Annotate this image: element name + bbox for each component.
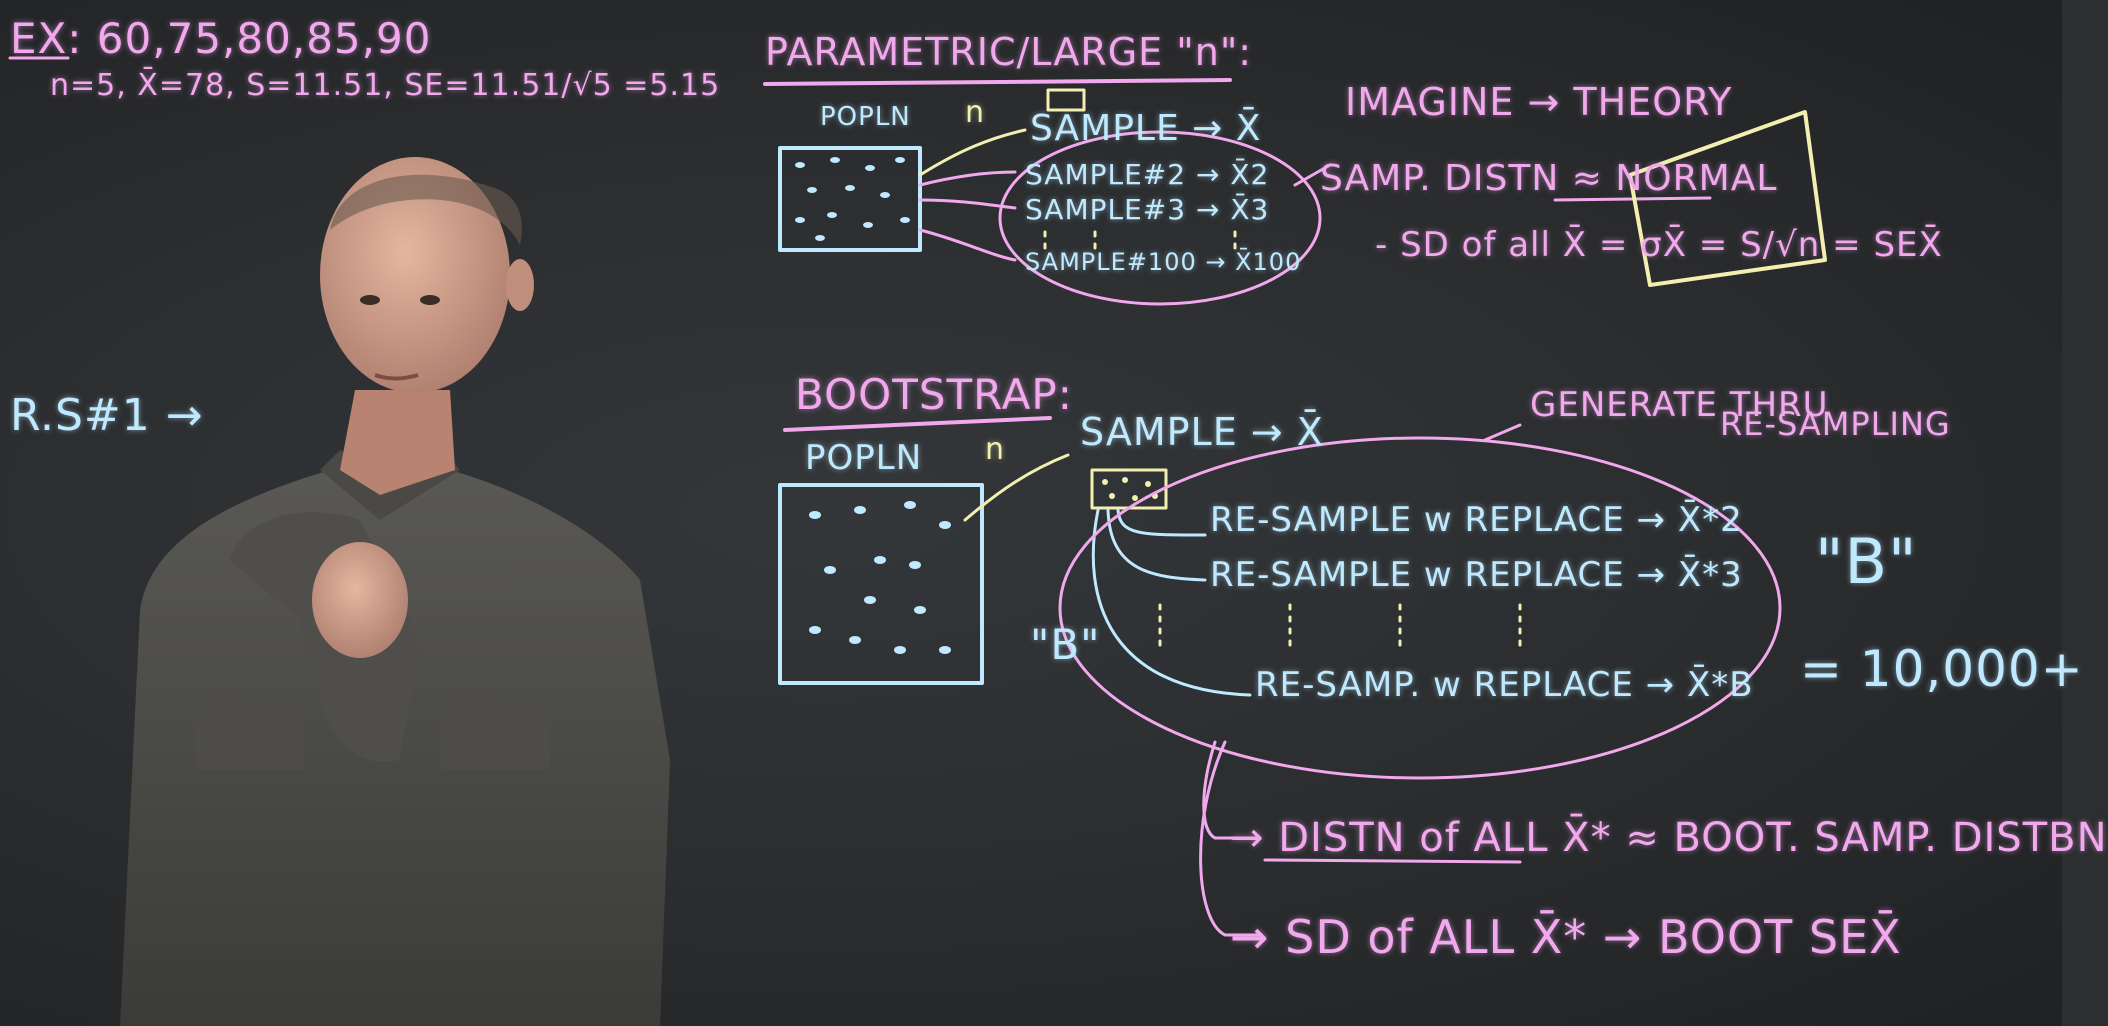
parametric-underline (763, 78, 1232, 86)
example-values: EX: 60,75,80,85,90 (10, 14, 432, 63)
bootstrap-n-label: n (985, 432, 1006, 467)
sampling-distribution-normal: SAMP. DISTN ≈ NORMAL (1320, 158, 1778, 199)
resample-row-3: RE-SAMPLE w REPLACE → X̄*3 (1210, 555, 1743, 595)
bootstrap-sample: SAMPLE → X̄ (1080, 410, 1324, 454)
resample-arrow-3 (1106, 508, 1207, 582)
parametric-ellipse (998, 130, 1322, 306)
arrow-sample1 (918, 128, 1027, 177)
parametric-sample-1: SAMPLE → X̄ (1030, 108, 1262, 149)
parametric-sample-box (1046, 88, 1086, 112)
bootstrap-population-dots (809, 501, 951, 654)
random-sample-label: R.S#1 → (10, 390, 204, 441)
sigma-xbar-box (1628, 110, 1827, 287)
parametric-sample-2: SAMPLE#2 → X̄2 (1025, 158, 1270, 191)
parametric-population-dots (795, 157, 910, 241)
imagine-theory: IMAGINE → THEORY (1345, 80, 1733, 124)
resample-arrow-2 (1116, 508, 1207, 537)
resample-arrow-B (1091, 508, 1252, 697)
branch-arrow-sd (1199, 740, 1262, 937)
resampling-label: RE-SAMPLING (1720, 405, 1951, 443)
sd-all-xbar-star: → SD of ALL X̄* → BOOT SEX̄ (1230, 910, 1902, 964)
resample-row-2: RE-SAMPLE w REPLACE → X̄*2 (1210, 500, 1743, 540)
bootstrap-popln-label: POPLN (805, 438, 923, 478)
arrow-sample3 (918, 198, 1017, 210)
parametric-sample-100: SAMPLE#100 → X̄100 (1025, 248, 1302, 276)
arrow-sample2 (918, 170, 1017, 187)
parametric-popln-label: POPLN (820, 102, 911, 132)
bootstrap-population-box (778, 483, 984, 685)
arrow-sample100 (918, 228, 1017, 262)
bootstrap-arrow-sample (963, 453, 1070, 522)
sd-of-all-xbar: - SD of all X̄ = σX̄ = S/√n = SEX̄ (1375, 225, 1943, 265)
resample-row-B: RE-SAMP. w REPLACE → X̄*B (1255, 665, 1754, 705)
distribution-all-xbar-star: → DISTN of ALL X̄* ≈ BOOT. SAMP. DISTBN (1230, 815, 2108, 861)
parametric-n-label: n (965, 95, 986, 130)
parametric-heading: PARAMETRIC/LARGE "n": (765, 30, 1253, 74)
generate-thru-label: GENERATE THRU (1530, 385, 1829, 425)
bootstrap-underline (783, 416, 1052, 432)
board-drawings (8, 56, 1827, 937)
b-right-label: "B" (1815, 525, 1918, 598)
bootstrap-heading: BOOTSTRAP: (795, 370, 1073, 419)
b-value: = 10,000+ (1800, 640, 2084, 698)
example-stats: n=5, X̄=78, S=11.51, SE=11.51/√5 =5.15 (50, 68, 721, 103)
parametric-sample-3: SAMPLE#3 → X̄3 (1025, 193, 1270, 226)
b-left-label: "B" (1030, 620, 1101, 669)
bootstrap-ellipse (1058, 436, 1782, 780)
presenter-figure (120, 157, 670, 1026)
